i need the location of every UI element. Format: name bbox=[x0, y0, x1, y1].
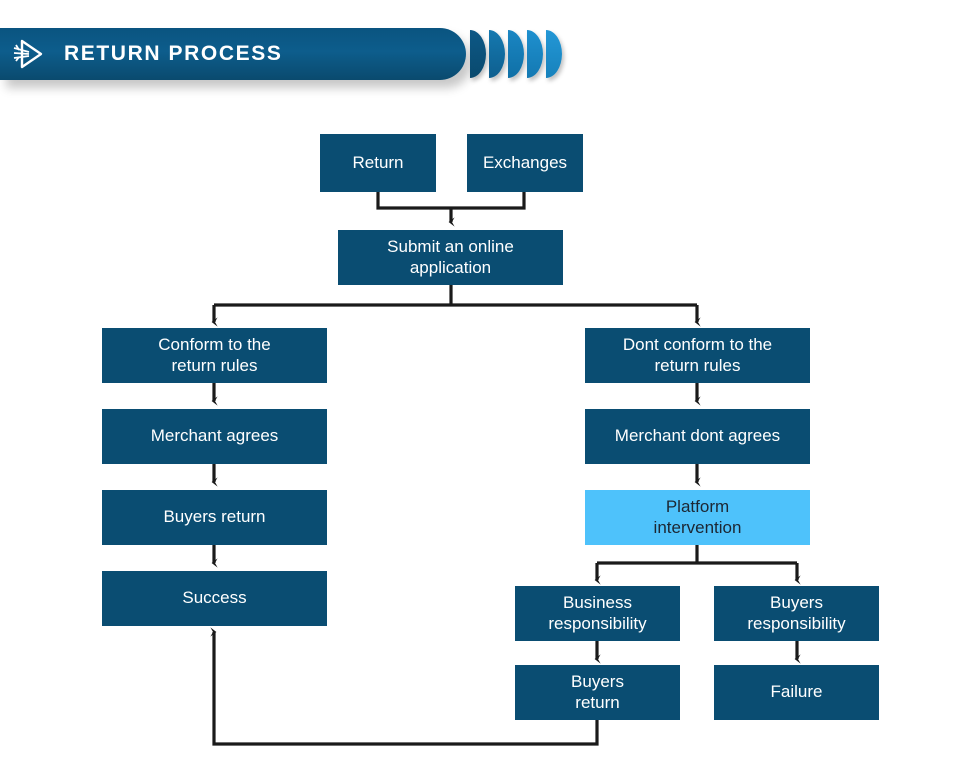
play-triangle-arrow-logo-icon bbox=[13, 39, 43, 69]
node-label: Return bbox=[352, 152, 404, 172]
node-business-responsibility[interactable]: Business responsibility bbox=[515, 586, 680, 641]
node-return[interactable]: Return bbox=[320, 134, 436, 192]
node-success[interactable]: Success bbox=[102, 571, 327, 626]
node-buyers-responsibility[interactable]: Buyers responsibility bbox=[714, 586, 879, 641]
node-exchanges[interactable]: Exchanges bbox=[467, 134, 583, 192]
node-platform-intervention[interactable]: Platform intervention bbox=[585, 490, 810, 545]
header-bar bbox=[0, 28, 466, 80]
node-merchant-agrees[interactable]: Merchant agrees bbox=[102, 409, 327, 464]
node-label: Buyers return bbox=[571, 671, 624, 712]
accent-shape-3 bbox=[508, 30, 524, 78]
header-banner: RETURN PROCESS bbox=[0, 28, 466, 80]
node-label: Business responsibility bbox=[548, 592, 647, 633]
page-title: RETURN PROCESS bbox=[64, 42, 283, 65]
node-conform-to-return-rules[interactable]: Conform to the return rules bbox=[102, 328, 327, 383]
node-label: Failure bbox=[770, 682, 823, 702]
node-failure[interactable]: Failure bbox=[714, 665, 879, 720]
accent-shape-4 bbox=[527, 30, 543, 78]
node-label: Buyers responsibility bbox=[747, 592, 846, 633]
node-dont-conform-to-return-rules[interactable]: Dont conform to the return rules bbox=[585, 328, 810, 383]
node-merchant-dont-agrees[interactable]: Merchant dont agrees bbox=[585, 409, 810, 464]
node-buyers-return-right[interactable]: Buyers return bbox=[515, 665, 680, 720]
node-label: Merchant dont agrees bbox=[614, 426, 781, 446]
node-submit-online-application[interactable]: Submit an online application bbox=[338, 230, 563, 285]
node-label: Submit an online application bbox=[387, 236, 514, 277]
accent-shape-2 bbox=[489, 30, 505, 78]
accent-shape-5 bbox=[546, 30, 562, 78]
node-buyers-return-left[interactable]: Buyers return bbox=[102, 490, 327, 545]
node-label: Dont conform to the return rules bbox=[622, 334, 773, 375]
node-label: Exchanges bbox=[482, 152, 568, 172]
node-label: Platform intervention bbox=[653, 496, 742, 537]
node-label: Conform to the return rules bbox=[158, 334, 271, 375]
node-label: Merchant agrees bbox=[150, 426, 279, 446]
node-label: Buyers return bbox=[163, 507, 266, 527]
node-label: Success bbox=[182, 588, 247, 608]
accent-shape-1 bbox=[470, 30, 486, 78]
